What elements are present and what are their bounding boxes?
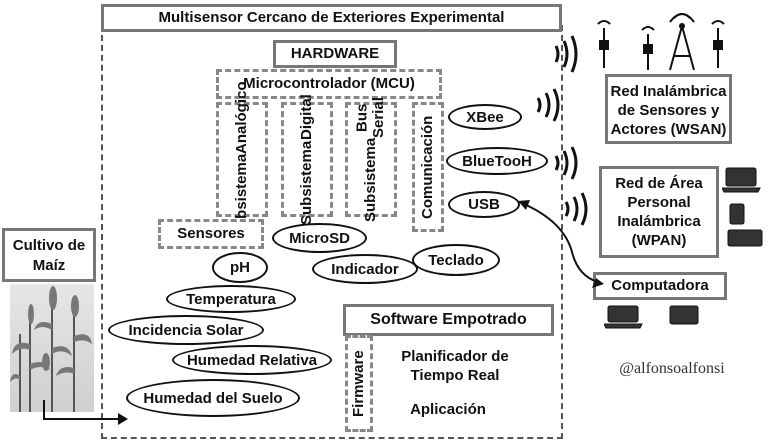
- wsan-box: Red Inalámbrica de Sensores y Actores (W…: [605, 74, 732, 144]
- scheduler-text: Planificador de Tiempo Real: [401, 348, 509, 384]
- usb-computer-arrow: [518, 200, 604, 288]
- sensores-box: Sensores: [158, 219, 264, 249]
- wireless-waves-icon: [536, 88, 560, 122]
- sensor-nodes-tower-icon: [597, 13, 725, 71]
- bluetooth-oval: BlueTooH: [446, 147, 548, 175]
- microsd-oval: MicroSD: [272, 223, 367, 253]
- author-handle: @alfonsoalfonsi: [619, 360, 725, 377]
- ph-oval: pH: [212, 252, 268, 283]
- wpan-box: Red de Área Personal Inalámbrica (WPAN): [599, 166, 719, 258]
- indicador-oval: Indicador: [312, 254, 418, 284]
- subsystem-digital-label: Subsistema Digital: [297, 94, 315, 225]
- xbee-oval: XBee: [448, 104, 522, 130]
- temperatura-oval: Temperatura: [166, 285, 296, 313]
- incidencia-solar-oval: Incidencia Solar: [108, 315, 264, 345]
- mcu-box: Microcontrolador (MCU): [216, 69, 442, 99]
- firmware-label: Firmware: [349, 350, 367, 417]
- maize-image: [10, 284, 94, 412]
- subsystem-serial-label: Subsistema Bus Serial: [353, 96, 388, 223]
- title-text: Multisensor Cercano de Exteriores Experi…: [158, 9, 505, 27]
- sensores-text: Sensores: [177, 225, 245, 243]
- hardware-text: HARDWARE: [290, 45, 380, 63]
- hardware-box: HARDWARE: [273, 40, 397, 68]
- crop-arrow: [43, 400, 128, 425]
- humedad-suelo-oval: Humedad del Suelo: [126, 379, 300, 417]
- crop-box: Cultivo de Maíz: [2, 228, 96, 282]
- usb-oval: USB: [448, 191, 520, 218]
- mobile-devices-icon: [722, 167, 763, 247]
- laptops-icon: [604, 305, 699, 329]
- subsystem-comm-box: Comunicación: [412, 102, 444, 232]
- wireless-waves-icon: [554, 146, 578, 180]
- mcu-text: Microcontrolador (MCU): [243, 75, 415, 93]
- subsystem-analog-box: Subsistema Analógico: [216, 81, 268, 238]
- teclado-oval: Teclado: [412, 244, 500, 276]
- subsystem-serial-box: Subsistema Bus Serial: [345, 96, 397, 223]
- software-title: Software Empotrado: [370, 310, 527, 328]
- wireless-waves-icon: [554, 35, 578, 73]
- software-box: Software Empotrado: [343, 304, 554, 336]
- subsystem-digital-box: Subsistema Digital: [281, 94, 333, 225]
- title-box: Multisensor Cercano de Exteriores Experi…: [101, 4, 562, 32]
- subsystem-analog-label: Subsistema Analógico: [232, 81, 250, 238]
- firmware-box: Firmware: [345, 335, 373, 432]
- humedad-relativa-oval: Humedad Relativa: [172, 345, 332, 375]
- wireless-waves-icon: [564, 192, 588, 226]
- maize-plants-icon: [10, 286, 92, 412]
- app-text: Aplicación: [410, 401, 486, 418]
- computer-box: Computadora: [593, 272, 727, 300]
- subsystem-comm-label: Comunicación: [418, 115, 436, 219]
